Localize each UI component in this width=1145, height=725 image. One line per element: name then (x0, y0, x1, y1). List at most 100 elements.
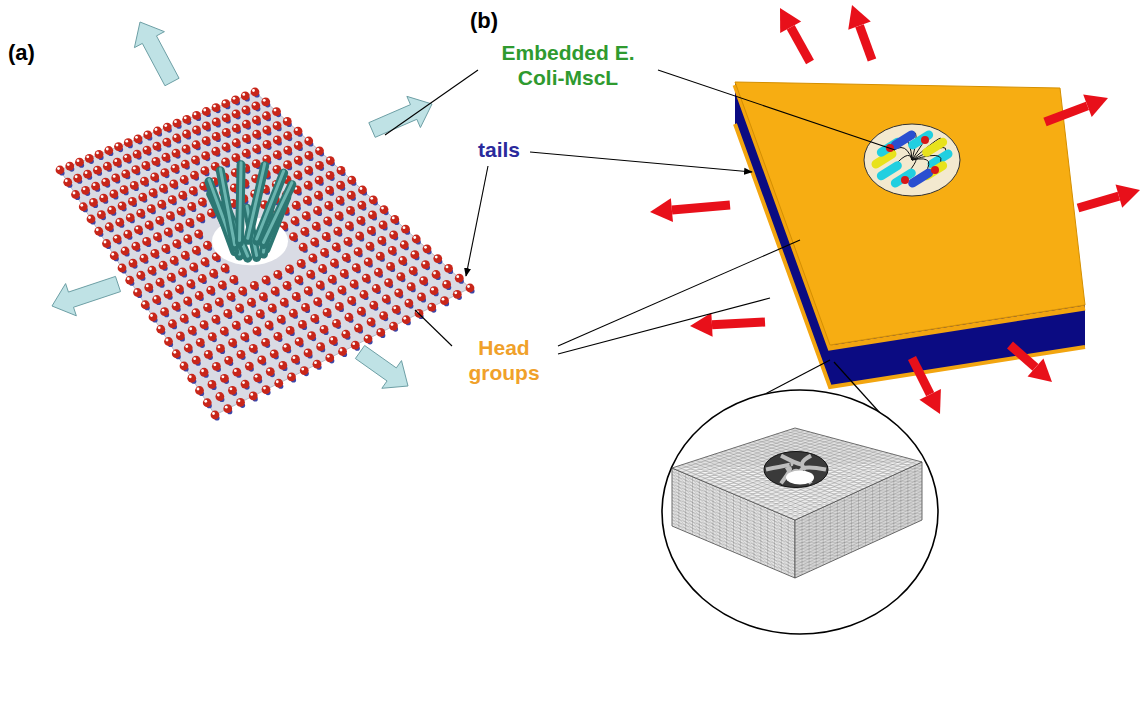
lipid-head (206, 286, 215, 295)
lipid-head (140, 254, 149, 263)
lipid-head (253, 373, 262, 382)
protein-helix (881, 166, 897, 176)
pore-wall (781, 456, 801, 465)
leader-line (415, 310, 452, 346)
lipid-head (274, 379, 283, 388)
lipid-atom (389, 248, 392, 251)
lipid-atom (368, 319, 371, 322)
panel-label: (b) (470, 8, 498, 34)
lipid-atom (300, 322, 303, 325)
lipid-head (273, 270, 282, 279)
lipid-head (181, 251, 190, 260)
lipid-head (175, 223, 184, 232)
mesh-line (795, 571, 809, 572)
mesh-line (795, 507, 922, 565)
lipid-head (235, 303, 244, 312)
lipid-head (162, 138, 171, 147)
lipid-atom (323, 234, 326, 237)
lipid-head (124, 138, 133, 147)
lipid-head (430, 286, 439, 295)
lipid-head (114, 142, 123, 151)
lipid-atom (213, 363, 216, 366)
lipid-atom (254, 146, 257, 149)
lipid-atom (114, 236, 117, 239)
helix-highlight (263, 183, 291, 243)
mesh-line (672, 523, 679, 529)
lipid-head (315, 146, 324, 155)
lipid-head (345, 313, 354, 322)
lipid-head (203, 303, 212, 312)
lipid-head (268, 303, 277, 312)
lipid-head (172, 134, 181, 143)
lipid-head (376, 252, 385, 261)
lipid-atom (202, 168, 205, 171)
lipid-atom (303, 305, 306, 308)
lipid-atom (381, 313, 384, 316)
mesh-line (795, 510, 922, 568)
lipid-head (224, 356, 233, 365)
mesh-line (816, 510, 922, 511)
mesh-line (795, 529, 901, 530)
lipid-head (316, 281, 325, 290)
lipid-atom (263, 99, 266, 102)
lipid-atom (392, 217, 395, 220)
mesh-line (795, 558, 837, 559)
lipid-atom (193, 310, 196, 313)
lipid-atom (193, 357, 196, 360)
mesh-line (762, 437, 829, 439)
lipid-head (261, 338, 270, 347)
lipid-head (250, 281, 259, 290)
tension-arrow-shaft (1010, 345, 1035, 367)
lipid-head (125, 276, 134, 285)
lipid-head (212, 315, 221, 324)
lipid-head (318, 264, 327, 273)
mesh-line (672, 503, 720, 546)
lipid-head (256, 309, 265, 318)
lipid-atom (223, 115, 226, 118)
lipid-head (287, 373, 296, 382)
lipid-atom (330, 338, 333, 341)
lipid-head (128, 197, 137, 206)
lipid-atom (181, 363, 184, 366)
lipid-head (412, 235, 421, 244)
lipid-atom (233, 97, 236, 100)
lipid-head (178, 191, 187, 200)
lipid-head (372, 284, 381, 293)
lipid-atom (287, 327, 290, 330)
lipid-atom (106, 148, 109, 151)
lipid-head (367, 317, 376, 326)
lipid-head (297, 259, 306, 268)
lipid-head (283, 146, 292, 155)
lipid-atom (165, 229, 168, 232)
lipid-head (299, 243, 308, 252)
lipid-head (201, 151, 210, 160)
lipid-head (215, 392, 224, 401)
lipid-atom (164, 139, 167, 142)
lipid-atom (223, 101, 226, 104)
tension-arrowhead (1083, 95, 1108, 117)
lipid-atom (203, 109, 206, 112)
lipid-head (181, 160, 190, 169)
lipid-atom (176, 224, 179, 227)
lipid-atom (161, 185, 164, 188)
lipid-head (386, 262, 395, 271)
lipid-head (131, 165, 140, 174)
mesh-line (757, 502, 834, 504)
mesh-line (734, 445, 859, 448)
lipid-atom (150, 314, 153, 317)
lipid-atom (316, 177, 319, 180)
lipid-atom (290, 310, 293, 313)
mesh-line (795, 532, 894, 533)
lipid-head (270, 349, 279, 358)
lipid-atom (193, 142, 196, 145)
lipid-atom (181, 177, 184, 180)
lipid-atom (316, 192, 319, 195)
lipid-atom (293, 202, 296, 205)
lipid-atom (322, 249, 325, 252)
lipid-atom (264, 127, 267, 130)
lipid-atom (306, 138, 309, 141)
lipid-atom (86, 155, 89, 158)
lipid-atom (336, 304, 339, 307)
lipid-atom (212, 412, 215, 415)
mesh-line (894, 474, 922, 475)
